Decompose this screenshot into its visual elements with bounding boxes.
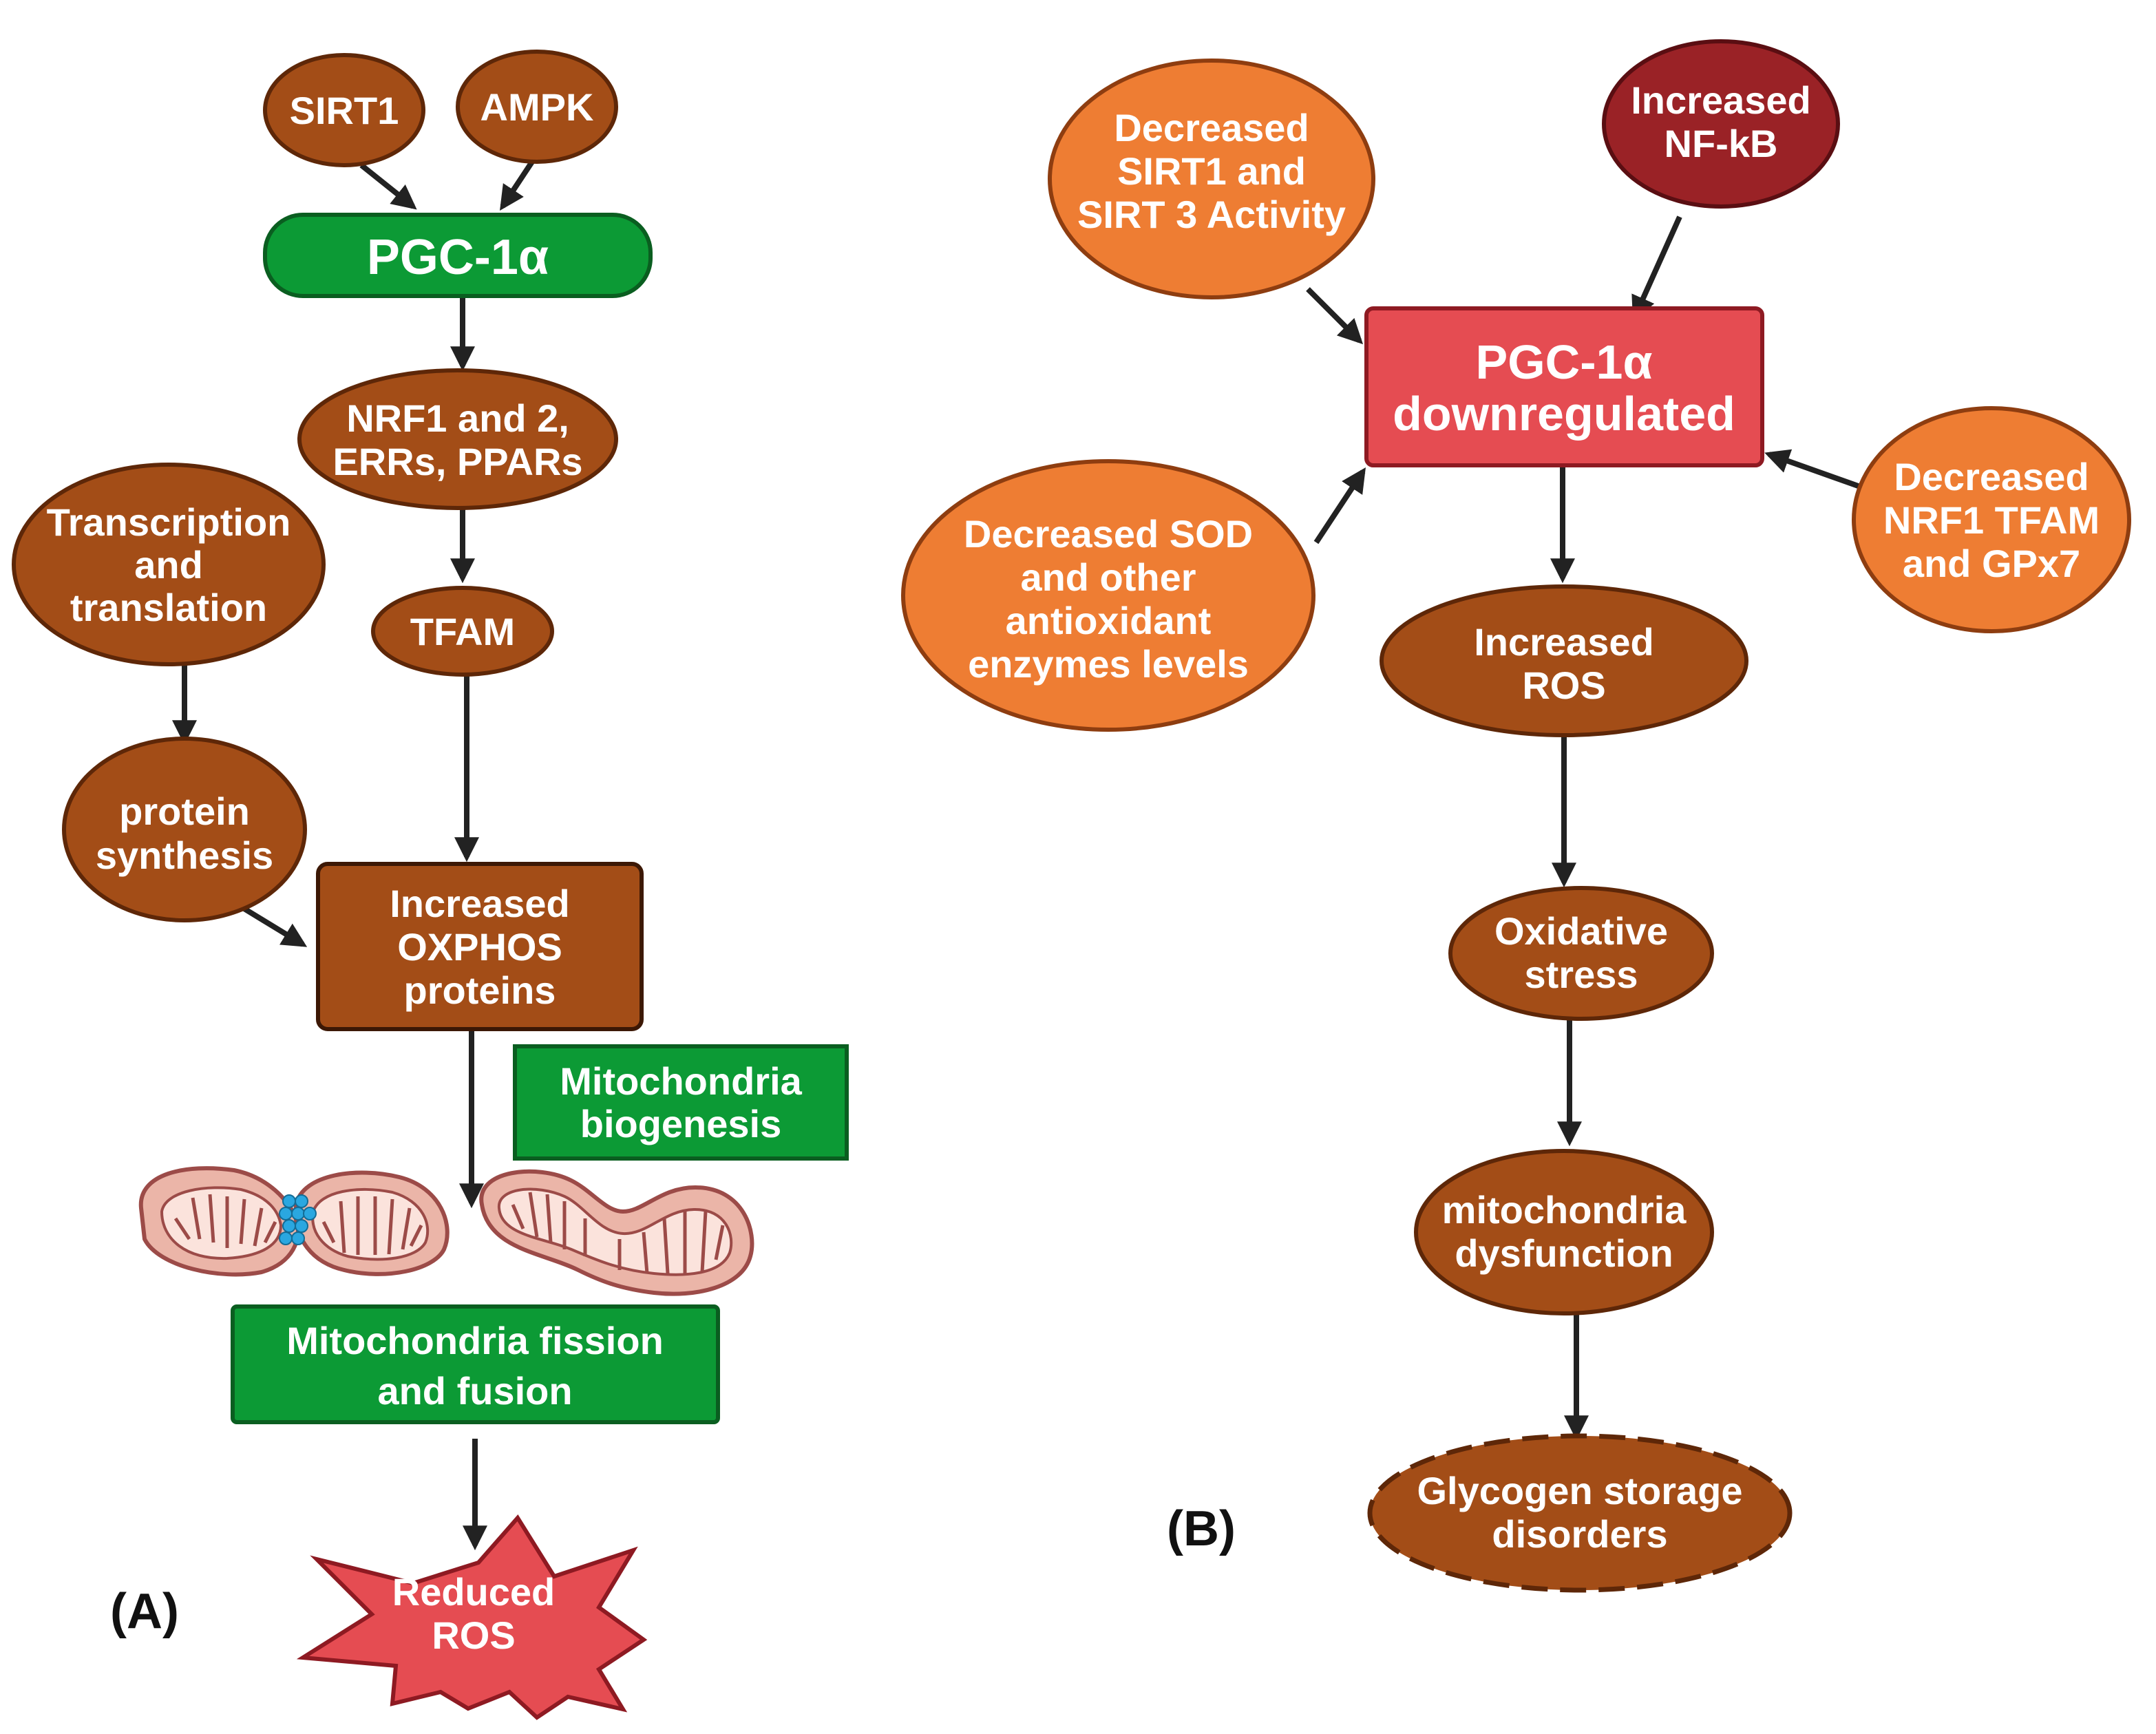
decreased-sirt-line-1: Decreased (1114, 106, 1309, 149)
decreased-sirt-line-3: SIRT 3 Activity (1077, 193, 1346, 236)
sod-line-3: antioxidant (1006, 599, 1212, 642)
sod-line-4: enzymes levels (968, 642, 1249, 686)
nrf1-line-2: NRF1 TFAM (1883, 498, 2100, 542)
reduced-ros-line-1: Reduced (392, 1570, 556, 1614)
mitochondria-fission-illustration (138, 1166, 450, 1277)
transcription-line-3: translation (70, 586, 267, 629)
glycogen-storage-node: Glycogen storage disorders (1367, 1433, 1793, 1593)
oxidative-line-2: stress (1524, 953, 1638, 996)
nrf-errs-ppars-node: NRF1 and 2, ERRs, PPARs (297, 368, 618, 510)
pgc1a-down-line-1: PGC-1α (1476, 335, 1653, 389)
glycogen-line-1: Glycogen storage (1417, 1469, 1742, 1512)
arrow-sod-to-pgc1a-down (1313, 467, 1366, 544)
glycogen-line-2: disorders (1492, 1512, 1667, 1556)
mitochondria-fission-fusion-node: Mitochondria fission and fusion (231, 1304, 720, 1424)
oxphos-node: Increased OXPHOS proteins (316, 862, 644, 1031)
decreased-nrf1-node: Decreased NRF1 TFAM and GPx7 (1852, 406, 2131, 633)
pgc1a-down-line-2: downregulated (1393, 387, 1735, 441)
increased-nfkb-node: Increased NF-kB (1602, 39, 1840, 209)
transcription-line-1: Transcription (47, 500, 291, 544)
panel-b-label: (B) (1167, 1501, 1236, 1556)
panel-a: SIRT1 AMPK PGC-1α NRF1 and 2, ERRs, PPAR… (12, 50, 849, 1720)
protein-line-1: protein (119, 790, 250, 833)
arrow-sirt-to-pgc1a-down (1306, 287, 1364, 345)
increased-ros-line-1: Increased (1474, 620, 1654, 664)
pgc1a-label: PGC-1α (367, 230, 549, 285)
nrf-line-2: ERRs, PPARs (332, 440, 582, 483)
dysfunction-line-1: mitochondria (1442, 1188, 1687, 1231)
mitochondria-biogenesis-node: Mitochondria biogenesis (513, 1044, 849, 1161)
sod-line-1: Decreased SOD (964, 512, 1253, 556)
oxphos-line-2: OXPHOS (397, 925, 562, 969)
oxidative-line-1: Oxidative (1494, 909, 1668, 953)
pgc1a-downregulated-node: PGC-1α downregulated (1364, 306, 1764, 467)
protein-synthesis-node: protein synthesis (62, 737, 307, 922)
ampk-label: AMPK (480, 85, 594, 129)
increased-ros-line-2: ROS (1522, 664, 1605, 707)
pgc1a-node: PGC-1α (263, 213, 653, 298)
arrow-ampk-to-pgc1a (500, 158, 536, 211)
sod-line-2: and other (1020, 556, 1196, 599)
reduced-ros-node: Reduced ROS (296, 1514, 648, 1720)
oxphos-line-1: Increased (390, 882, 570, 925)
panel-a-label: (A) (110, 1584, 179, 1639)
nrf1-line-3: and GPx7 (1903, 542, 2080, 585)
decreased-sirt-node: Decreased SIRT1 and SIRT 3 Activity (1048, 59, 1375, 299)
panel-b: Decreased SIRT1 and SIRT 3 Activity Incr… (901, 39, 2131, 1593)
arrow-nrf1-to-pgc1a-down (1764, 449, 1863, 490)
decreased-sod-node: Decreased SOD and other antioxidant enzy… (901, 459, 1315, 732)
tfam-node: TFAM (371, 586, 554, 677)
oxphos-line-3: proteins (404, 969, 556, 1012)
sirt1-label: SIRT1 (290, 89, 399, 132)
ampk-node: AMPK (456, 50, 618, 164)
nfkb-line-2: NF-kB (1664, 122, 1778, 165)
transcription-line-2: and (134, 543, 203, 586)
mitochondria-dysfunction-node: mitochondria dysfunction (1414, 1149, 1714, 1315)
mitochondria-fusion-illustration (479, 1169, 754, 1296)
transcription-translation-node: Transcription and translation (12, 463, 326, 666)
increased-ros-node: Increased ROS (1380, 584, 1748, 737)
sirt1-node: SIRT1 (263, 53, 425, 167)
dysfunction-line-2: dysfunction (1455, 1231, 1673, 1275)
nrf1-line-1: Decreased (1894, 455, 2089, 498)
oxidative-stress-node: Oxidative stress (1448, 886, 1714, 1021)
decreased-sirt-line-2: SIRT1 and (1117, 149, 1306, 193)
biogenesis-line-2: biogenesis (580, 1102, 782, 1145)
fission-fusion-line-2: and fusion (377, 1369, 572, 1413)
reduced-ros-line-2: ROS (432, 1614, 515, 1657)
tfam-label: TFAM (410, 610, 515, 653)
arrow-nfkb-to-pgc1a-down (1631, 215, 1682, 321)
arrow-sirt1-to-pgc1a (359, 162, 417, 210)
fission-connector-beads (279, 1194, 317, 1245)
nrf-line-1: NRF1 and 2, (346, 397, 569, 440)
protein-line-2: synthesis (96, 834, 273, 877)
fission-fusion-line-1: Mitochondria fission (286, 1319, 664, 1362)
nfkb-line-1: Increased (1631, 78, 1811, 122)
biogenesis-line-1: Mitochondria (560, 1059, 802, 1103)
